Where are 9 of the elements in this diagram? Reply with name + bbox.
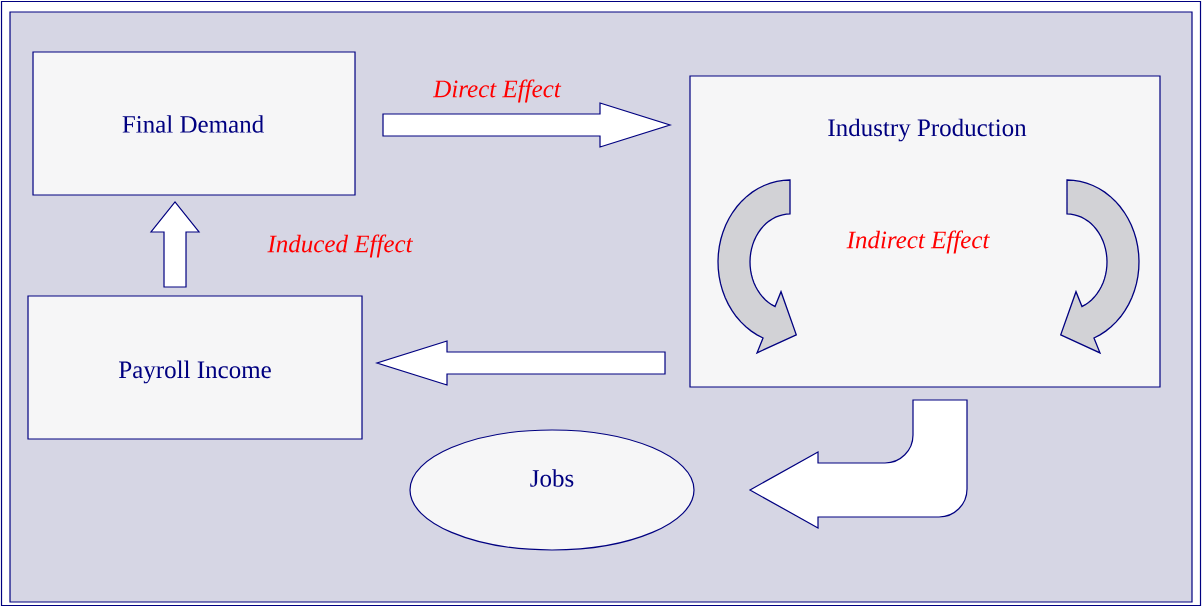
block-arrow [382,102,672,148]
edge-label: Induced Effect [267,234,414,258]
effect-label: Indirect Effect [846,230,990,254]
process-box: Final Demand [32,51,356,196]
block-arrow [749,399,968,529]
block-arrow [149,201,201,288]
block-arrow [375,340,666,386]
process-box: Payroll Income [27,295,363,440]
edge-label: Direct Effect [433,79,562,103]
